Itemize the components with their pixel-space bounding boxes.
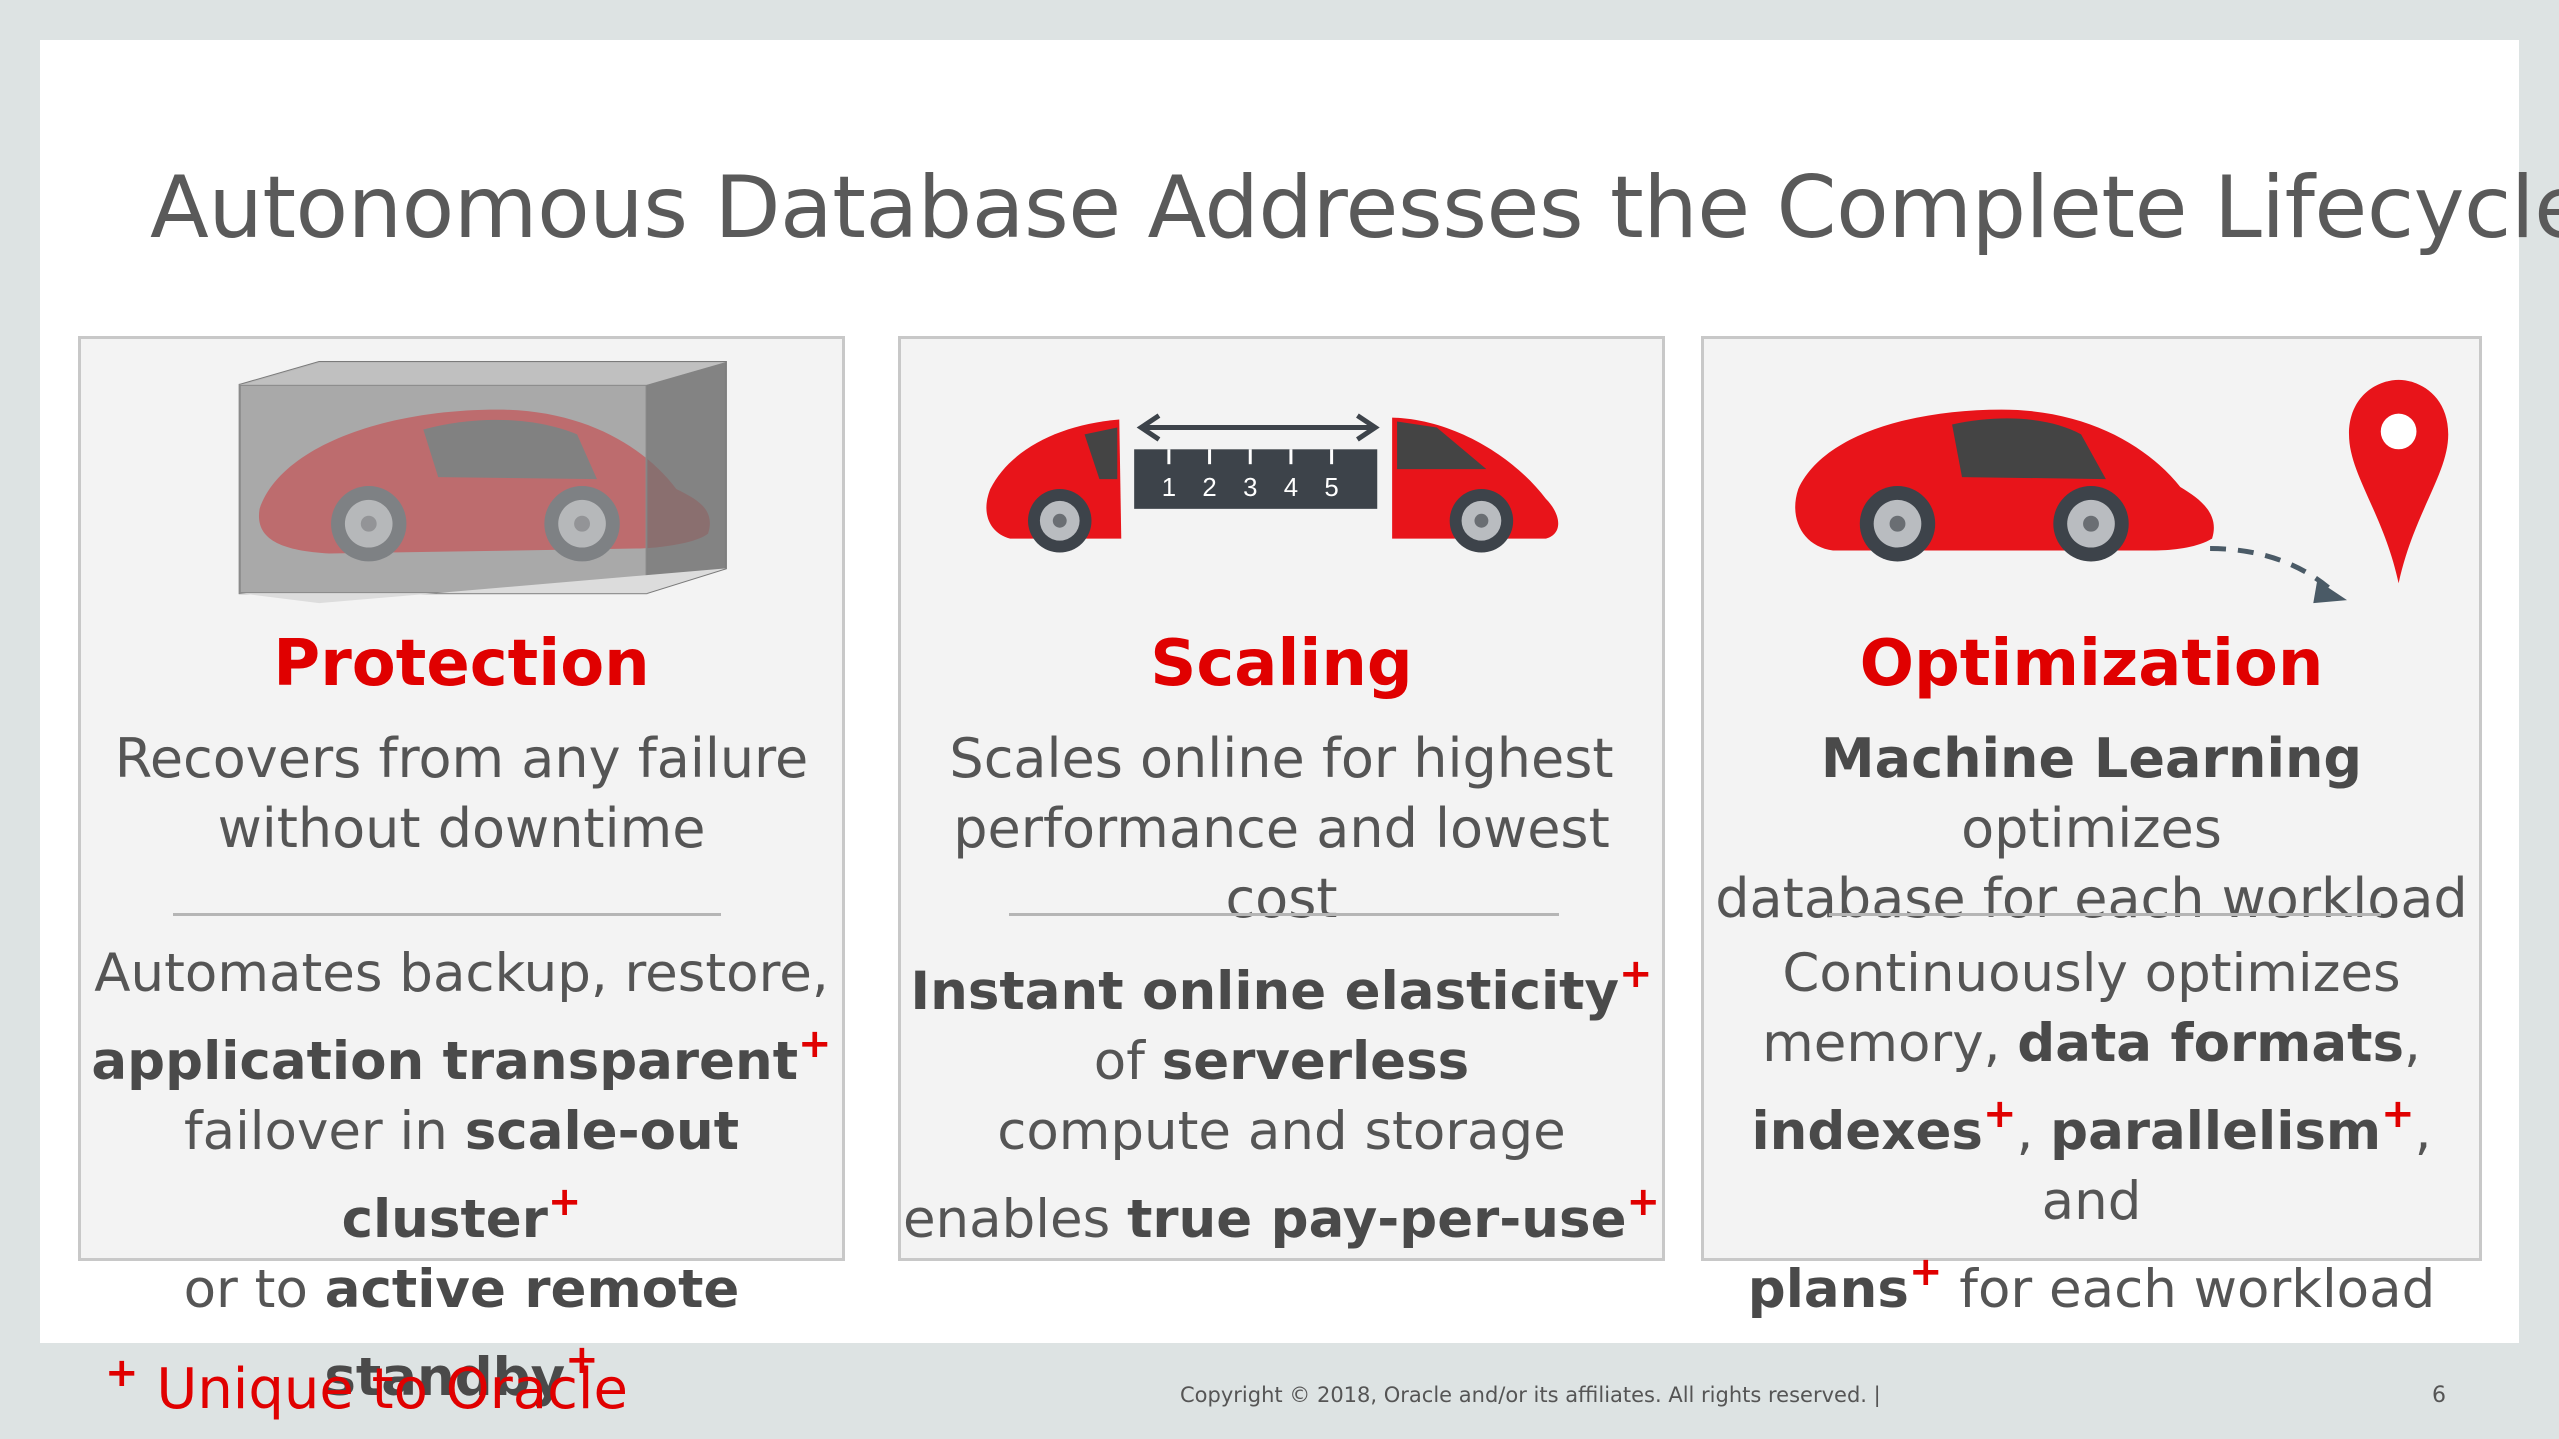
ruler-number: 4 [1284,474,1298,502]
panel-heading: Scaling [1150,627,1413,701]
desc-line: performance and lowest cost [953,797,1610,930]
copyright-notice: Copyright © 2018, Oracle and/or its affi… [1180,1383,1881,1407]
optimization-panel: Optimization Machine Learning optimizes … [1701,336,2482,1320]
car-to-location-icon [1795,379,2449,604]
desc-line: Machine Learning optimizes [1820,727,2363,860]
desc-line: database for each workload [1715,867,2468,930]
ruler-number: 2 [1202,474,1216,502]
divider [1009,913,1559,916]
slide-title: Autonomous Database Addresses the Comple… [150,158,2559,258]
unique-plus-marker: + [1619,951,1653,997]
unique-plus-marker: + [105,1350,139,1396]
unique-plus-marker: + [1982,1091,2017,1137]
panel-heading: Protection [273,627,650,701]
panel-detail: Instant online elasticity+ of serverless… [901,939,1662,1255]
detail-line: enables true pay-per-use+ [902,1179,1661,1250]
page-number: 6 [2432,1383,2446,1408]
detail-line: compute and storage [997,1101,1566,1162]
desc-line: Recovers from any failure [114,727,809,790]
unique-plus-marker: + [2381,1091,2415,1137]
desc-line: Scales online for highest [949,727,1614,790]
split-car-ruler-icon: 1 2 3 4 5 [986,413,1559,553]
protection-panel: Protection Recovers from any failure wit… [78,336,845,1408]
unique-to-oracle-footnote: + Unique to Oracle [105,1350,628,1422]
detail-line: failover in scale-out cluster+ [183,1101,740,1250]
unique-plus-marker: + [1908,1249,1943,1295]
unique-plus-marker: + [798,1021,832,1067]
detail-line: indexes+, parallelism+, and [1751,1091,2432,1232]
divider [173,913,721,916]
detail-line: Instant online elasticity+ [910,951,1653,1022]
detail-line: of serverless [1093,1031,1470,1092]
panel-heading: Optimization [1859,627,2324,701]
car-in-box-icon [238,361,727,604]
divider [1829,913,2381,916]
ruler-number: 3 [1243,474,1257,502]
desc-line: without downtime [217,797,706,860]
unique-plus-marker: + [565,1337,599,1383]
panel-description: Scales online for highest performance an… [901,724,1662,934]
ruler-number: 1 [1162,474,1176,502]
scaling-panel: 1 2 3 4 5 Scaling Scales online for high… [898,336,1665,1261]
detail-line: or to active remote standby+ [183,1259,740,1408]
footnote-text: Unique to Oracle [156,1357,628,1422]
unique-plus-marker: + [547,1179,582,1225]
detail-line: memory, data formats, [1762,1013,2421,1074]
panel-description: Machine Learning optimizes database for … [1704,724,2479,934]
detail-line: plans+ for each workload [1747,1249,2436,1320]
detail-line: Continuously optimizes [1782,943,2401,1004]
location-pin-icon [2349,379,2449,584]
detail-line: Automates backup, restore, [94,943,829,1004]
ruler-number: 5 [1324,474,1338,502]
slide: Autonomous Database Addresses the Comple… [40,40,2559,1408]
unique-plus-marker: + [1626,1179,1661,1225]
panel-detail: Automates backup, restore, application t… [81,939,842,1413]
detail-line: application transparent+ [91,1021,832,1092]
panel-description: Recovers from any failure without downti… [81,724,842,864]
panel-detail: Continuously optimizes memory, data form… [1704,939,2479,1325]
